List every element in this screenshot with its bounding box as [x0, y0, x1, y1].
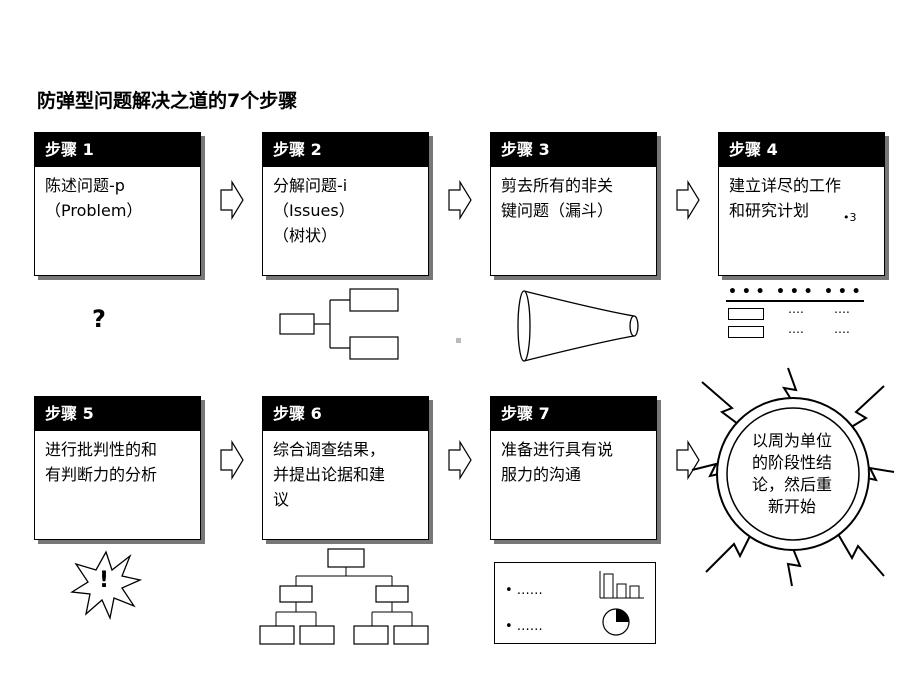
step-1-header: 步骤 1	[35, 133, 200, 167]
cycle-text: 以周为单位 的阶段性结 论，然后重 新开始	[751, 431, 832, 516]
page-title: 防弹型问题解决之道的7个步骤	[37, 90, 298, 112]
plan-dots: • • •	[776, 284, 813, 300]
step-4-note: •3	[843, 211, 857, 224]
step-5-body: 进行批判性的和 有判断力的分析	[45, 440, 158, 484]
step-4-body: 建立详尽的工作 和研究计划	[729, 176, 842, 220]
plan-ellipsis: ….	[788, 322, 804, 336]
question-mark-icon: ?	[92, 305, 106, 333]
step-3-body: 剪去所有的非关 键问题（漏斗）	[501, 176, 614, 220]
step-5-header: 步骤 5	[35, 397, 200, 431]
step-6-header: 步骤 6	[263, 397, 428, 431]
comm-item-2: • ……	[505, 619, 543, 634]
step-2-card: 步骤 2 分解问题-i （Issues） （树状）	[262, 132, 429, 276]
plan-ellipsis: ….	[834, 322, 850, 336]
plan-ellipsis: ….	[788, 302, 804, 316]
step-6-body: 综合调查结果， 并提出论据和建 议	[273, 440, 386, 509]
exclamation-mark: !	[99, 568, 110, 593]
arrow-icon	[448, 180, 472, 220]
exclamation-burst-icon	[70, 550, 142, 620]
step-7-body: 准备进行具有说 服力的沟通	[501, 440, 614, 484]
bar-chart-icon	[599, 571, 644, 599]
org-chart-icon	[259, 548, 429, 645]
step-1-card: 步骤 1 陈述问题-p （Problem）	[34, 132, 201, 276]
issue-tree-icon	[279, 288, 399, 360]
arrow-icon	[676, 180, 700, 220]
plan-dots: • • •	[728, 284, 765, 300]
presentation-panel: • …… • ……	[494, 562, 656, 644]
arrow-icon	[220, 440, 244, 480]
step-6-card: 步骤 6 综合调查结果， 并提出论据和建 议	[262, 396, 429, 540]
step-1-body: 陈述问题-p （Problem）	[45, 176, 143, 220]
step-7-card: 步骤 7 准备进行具有说 服力的沟通	[490, 396, 657, 540]
arrow-icon	[448, 440, 472, 480]
pie-chart-icon	[602, 608, 630, 636]
step-3-header: 步骤 3	[491, 133, 656, 167]
funnel-icon	[517, 290, 639, 362]
arrow-icon	[220, 180, 244, 220]
step-2-header: 步骤 2	[263, 133, 428, 167]
step-7-header: 步骤 7	[491, 397, 656, 431]
step-2-body: 分解问题-i （Issues） （树状）	[273, 176, 355, 245]
step-5-card: 步骤 5 进行批判性的和 有判断力的分析	[34, 396, 201, 540]
step-4-card: 步骤 4 建立详尽的工作 和研究计划 •3	[718, 132, 885, 276]
step-4-header: 步骤 4	[719, 133, 884, 167]
decorative-dot	[456, 338, 461, 343]
comm-item-1: • ……	[505, 583, 543, 598]
plan-ellipsis: ….	[834, 302, 850, 316]
plan-dots: • • •	[824, 284, 861, 300]
cycle-burst-icon	[691, 367, 895, 587]
work-plan-icon: • • • • • • • • • …. …. …. ….	[726, 284, 866, 344]
step-3-card: 步骤 3 剪去所有的非关 键问题（漏斗）	[490, 132, 657, 276]
